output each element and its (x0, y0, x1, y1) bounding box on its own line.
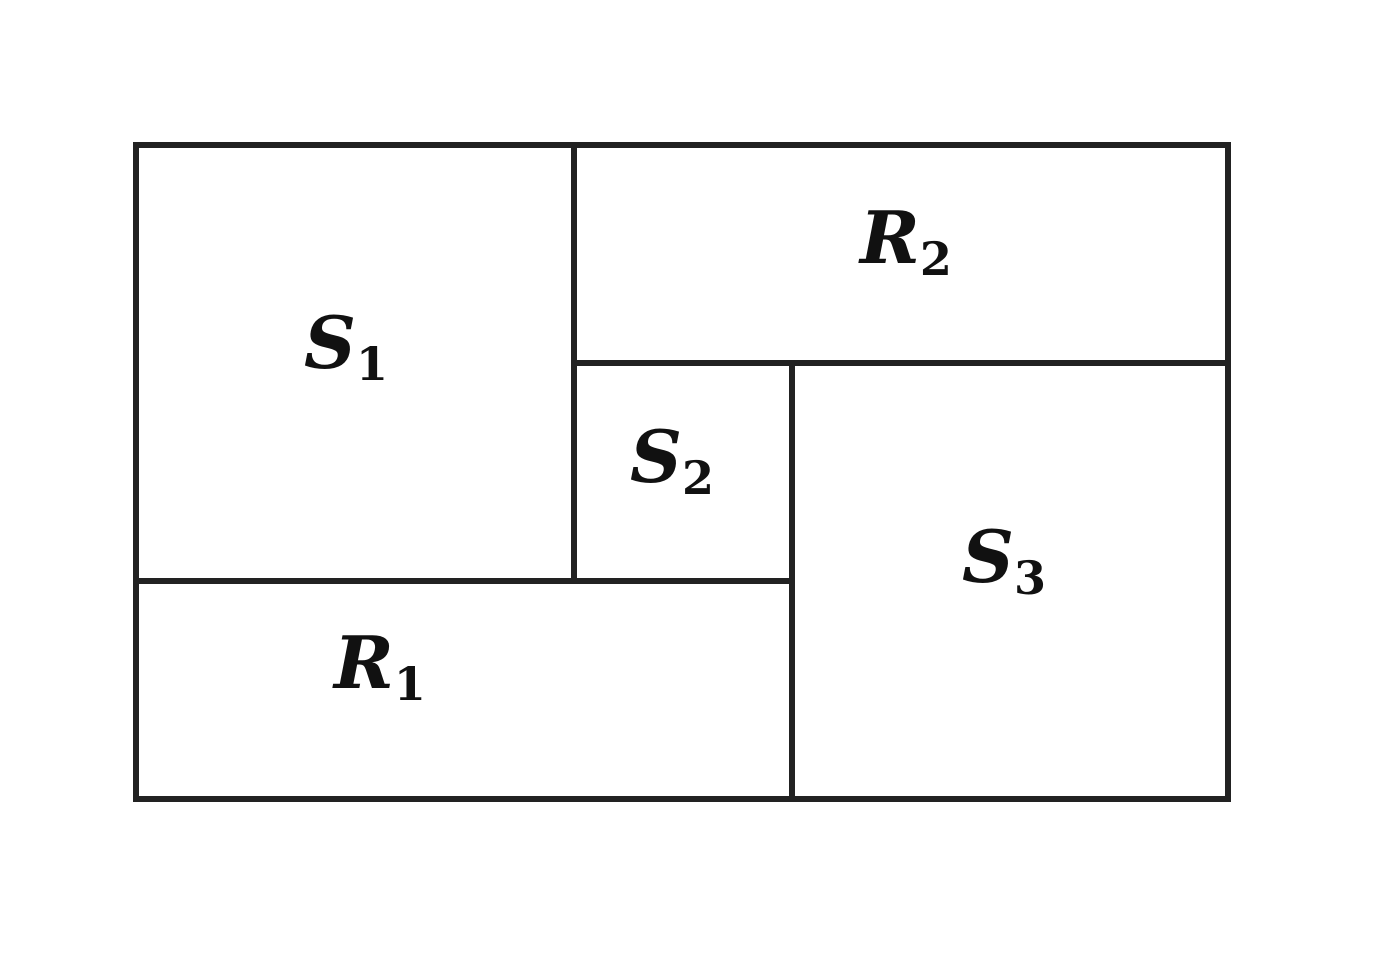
region-label-r1: R1 (332, 620, 426, 711)
region-label-s1: S1 (304, 300, 388, 391)
outer-rectangle (133, 142, 1231, 802)
region-label-s2: S2 (630, 414, 714, 505)
region-label-s3: S3 (962, 514, 1046, 605)
region-label-r2: R2 (858, 195, 952, 286)
